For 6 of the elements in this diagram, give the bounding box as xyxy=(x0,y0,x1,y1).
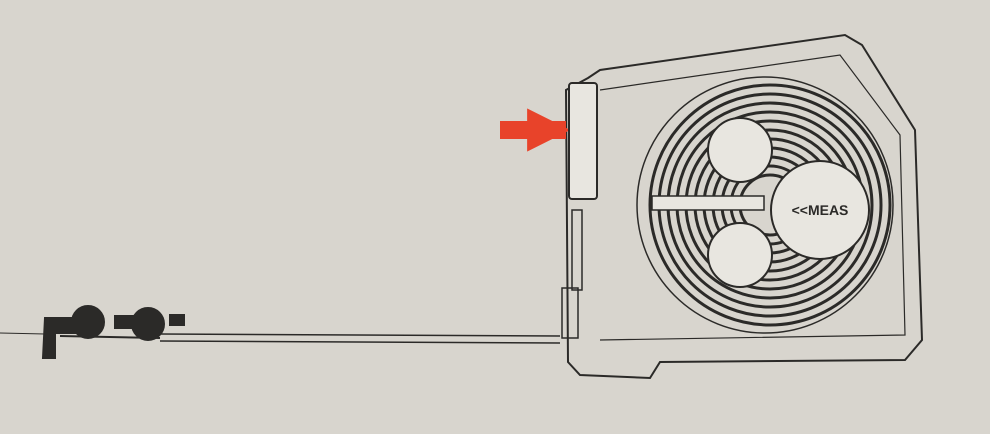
arrow xyxy=(500,108,570,152)
meas-button xyxy=(770,160,870,260)
round-button xyxy=(707,222,773,288)
button-label: <<MEAS xyxy=(792,200,848,220)
front-clip xyxy=(568,82,598,200)
round-button xyxy=(707,117,773,183)
